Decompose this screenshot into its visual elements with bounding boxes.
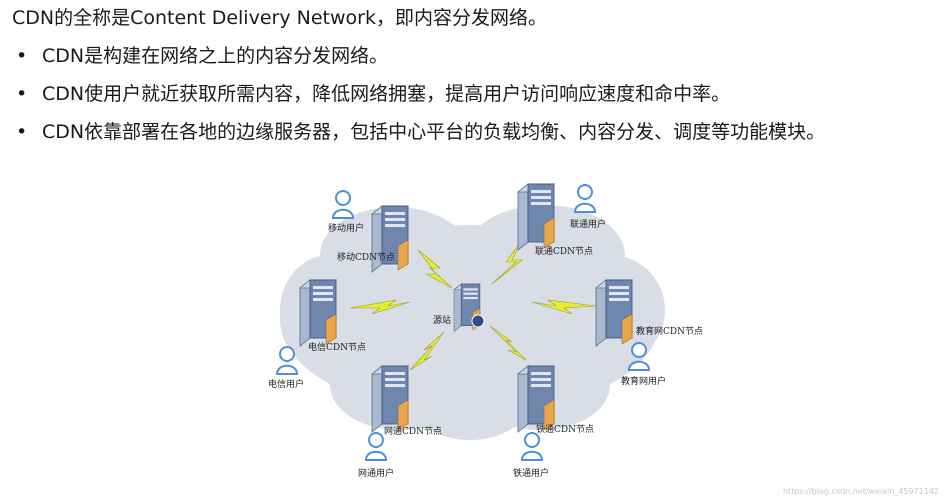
lightning-links bbox=[349, 239, 597, 371]
bullet-text: CDN使用户就近获取所需内容，降低网络拥塞，提高用户访问响应速度和命中率。 bbox=[42, 83, 731, 105]
lightning-bolt bbox=[417, 249, 453, 289]
user-label-telecom: 电信用户 bbox=[268, 378, 304, 390]
bullet-list: • CDN是构建在网络之上的内容分发网络。 • CDN使用户就近获取所需内容，降低网… bbox=[12, 42, 825, 156]
bullet-item: • CDN依靠部署在各地的边缘服务器，包括中心平台的负载均衡、内容分发、调度等功能… bbox=[12, 118, 825, 156]
node-label-netcom: 网通CDN节点 bbox=[384, 426, 442, 437]
bullet-dot: • bbox=[16, 45, 28, 67]
user-label-mobile: 移动用户 bbox=[328, 222, 364, 234]
node-label-mobile: 移动CDN节点 bbox=[337, 251, 395, 263]
user-label-edu: 教育网用户 bbox=[621, 375, 666, 387]
server-icon-edu bbox=[595, 279, 633, 347]
cdn-network-diagram: 源站 移动CDN节点 联通CDN节点 电信CDN节点 教育网CDN节点 网通CD… bbox=[268, 183, 703, 479]
server-icon-unicom bbox=[517, 183, 555, 251]
origin-label: 源站 bbox=[433, 314, 451, 326]
user-icon-unicom bbox=[574, 184, 596, 213]
node-label-railcom: 铁通CDN节点 bbox=[536, 423, 594, 435]
user-label-netcom: 网通用户 bbox=[358, 467, 394, 479]
bullet-dot: • bbox=[16, 121, 28, 143]
server-icon-telecom bbox=[299, 279, 337, 347]
lightning-bolt bbox=[349, 299, 411, 315]
node-label-unicom: 联通CDN节点 bbox=[535, 246, 593, 257]
lightning-bolt bbox=[409, 331, 445, 371]
node-label-edu: 教育网CDN节点 bbox=[636, 325, 703, 337]
watermark: https://blog.csdn.net/weixin_45971142 bbox=[782, 487, 939, 496]
server-icon-railcom bbox=[517, 365, 555, 433]
bullet-text: CDN依靠部署在各地的边缘服务器，包括中心平台的负载均衡、内容分发、调度等功能模… bbox=[42, 121, 826, 143]
user-icon-netcom bbox=[365, 432, 387, 461]
lightning-bolt bbox=[489, 325, 527, 361]
user-label-railcom: 铁通用户 bbox=[513, 467, 549, 479]
user-icon-telecom bbox=[276, 346, 298, 375]
bullet-text: CDN是构建在网络之上的内容分发网络。 bbox=[42, 45, 389, 67]
heading: CDN的全称是Content Delivery Network，即内容分发网络。 bbox=[12, 7, 547, 29]
bullet-item: • CDN是构建在网络之上的内容分发网络。 bbox=[12, 42, 825, 80]
bullet-dot: • bbox=[16, 83, 28, 105]
user-icon-railcom bbox=[521, 432, 543, 461]
node-label-telecom: 电信CDN节点 bbox=[308, 341, 366, 353]
origin-server-icon bbox=[453, 283, 485, 332]
lightning-bolt bbox=[491, 239, 523, 285]
user-label-unicom: 联通用户 bbox=[570, 218, 606, 230]
server-icon-netcom bbox=[371, 365, 409, 433]
lightning-bolt bbox=[531, 299, 597, 315]
bullet-item: • CDN使用户就近获取所需内容，降低网络拥塞，提高用户访问响应速度和命中率。 bbox=[12, 80, 825, 118]
user-icon-mobile bbox=[332, 190, 354, 219]
